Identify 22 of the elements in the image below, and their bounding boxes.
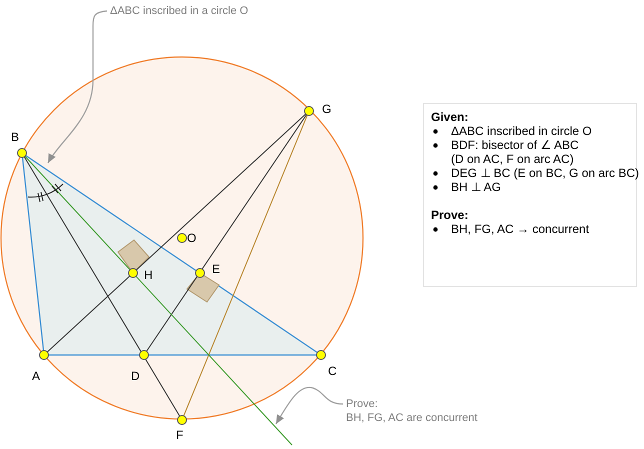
list-item: BDF: bisector of ∠ ABC (D on AC, F on arc AC) bbox=[431, 138, 593, 166]
point-label: O bbox=[187, 231, 196, 245]
info-panel bbox=[423, 103, 637, 287]
point-label: C bbox=[328, 364, 337, 378]
callout-text: ΔABC inscribed in a circle O bbox=[110, 4, 248, 18]
point-label: B bbox=[11, 130, 20, 144]
leader-line bbox=[47, 10, 108, 164]
leader-line bbox=[275, 386, 344, 424]
point-label: G bbox=[322, 102, 332, 116]
list-item: BH ⊥ AG bbox=[431, 180, 502, 194]
callout-text: BH, FG, AC are concurrent bbox=[346, 411, 478, 425]
list-item: ΔABC inscribed in circle O bbox=[431, 124, 592, 138]
section-heading: Prove: bbox=[431, 208, 468, 222]
section-heading: Given: bbox=[431, 110, 468, 124]
callout-text: Prove: bbox=[346, 397, 379, 411]
point-label: F bbox=[176, 428, 184, 442]
point-label: D bbox=[131, 369, 140, 383]
point-label: H bbox=[144, 268, 153, 282]
list-item: DEG ⊥ BC (E on BC, G on arc BC) bbox=[431, 166, 640, 180]
list-item: BH, FG, AC → concurrent bbox=[431, 222, 590, 236]
point-label: A bbox=[32, 369, 40, 383]
point-label: E bbox=[212, 262, 220, 276]
